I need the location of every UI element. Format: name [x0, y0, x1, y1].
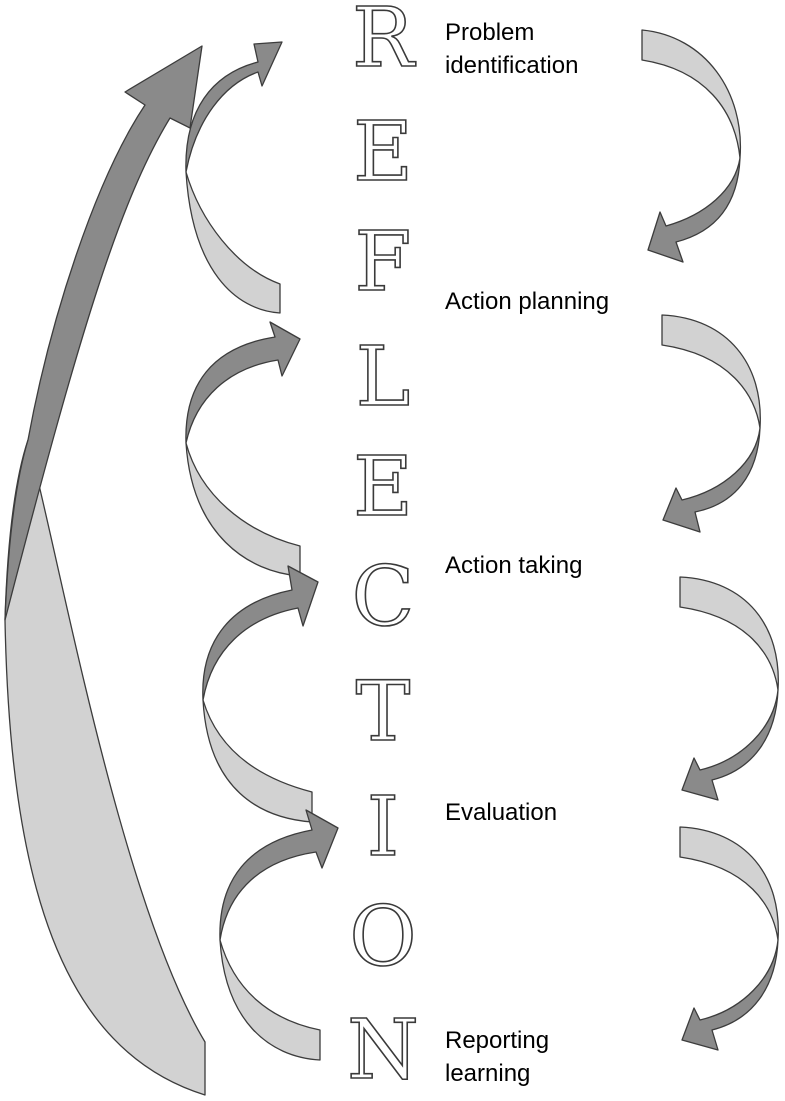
stage-reporting-learning-line-1: Reporting	[445, 1027, 549, 1054]
letter-f: F	[355, 215, 412, 310]
letter-t: T	[356, 665, 411, 760]
right-arrow-2	[661, 314, 761, 533]
left-arrow-4-dark	[219, 809, 339, 941]
right-arrow-2-light	[661, 314, 761, 429]
stage-labels: Problem identification Action planning A…	[445, 19, 609, 1087]
right-arrow-1-dark	[647, 157, 741, 263]
left-arrow-2-dark	[185, 321, 301, 444]
letter-e-2: E	[353, 440, 413, 535]
letter-l: L	[356, 330, 410, 425]
stage-action-taking: Action taking	[445, 552, 582, 579]
outer-feedback-arrow	[4, 45, 206, 1096]
letter-c: C	[352, 550, 415, 645]
left-arrow-4	[219, 809, 339, 1061]
letter-o: O	[349, 890, 416, 985]
right-arrow-4	[679, 826, 779, 1051]
right-arrow-3	[679, 576, 779, 801]
left-arrow-2	[185, 321, 301, 577]
right-arrow-4-dark	[681, 939, 779, 1051]
outer-arrow-light-segment	[4, 439, 206, 1096]
left-arrow-3-dark	[202, 565, 319, 701]
letter-n: N	[347, 1003, 419, 1098]
right-arrow-2-dark	[662, 427, 761, 533]
stage-reporting-learning-line-2: learning	[445, 1060, 530, 1087]
right-arrow-4-light	[679, 826, 779, 941]
letter-r: R	[352, 0, 416, 86]
right-arrow-1-light	[641, 29, 742, 159]
left-arrow-4-light	[219, 939, 321, 1061]
stage-action-planning: Action planning	[445, 288, 609, 315]
left-arrow-1-dark	[185, 41, 283, 173]
outer-arrow-dark-segment	[4, 45, 203, 621]
stage-problem-identification-line-1: Problem	[445, 19, 534, 46]
stage-problem-identification-line-2: identification	[445, 52, 578, 79]
right-arrow-3-dark	[681, 689, 779, 801]
letter-i: I	[367, 780, 399, 875]
stage-evaluation: Evaluation	[445, 799, 557, 826]
left-arrow-3	[202, 565, 319, 823]
left-arrow-3-light	[202, 699, 313, 823]
right-arrow-3-light	[679, 576, 779, 691]
left-arrow-2-light	[185, 442, 301, 577]
reflection-word: R E F L E C T I O N	[346, 0, 419, 1099]
right-arrow-1	[641, 29, 742, 263]
left-arrow-1	[185, 41, 283, 314]
left-arrow-1-light	[185, 171, 281, 314]
letter-e-1: E	[353, 105, 413, 200]
